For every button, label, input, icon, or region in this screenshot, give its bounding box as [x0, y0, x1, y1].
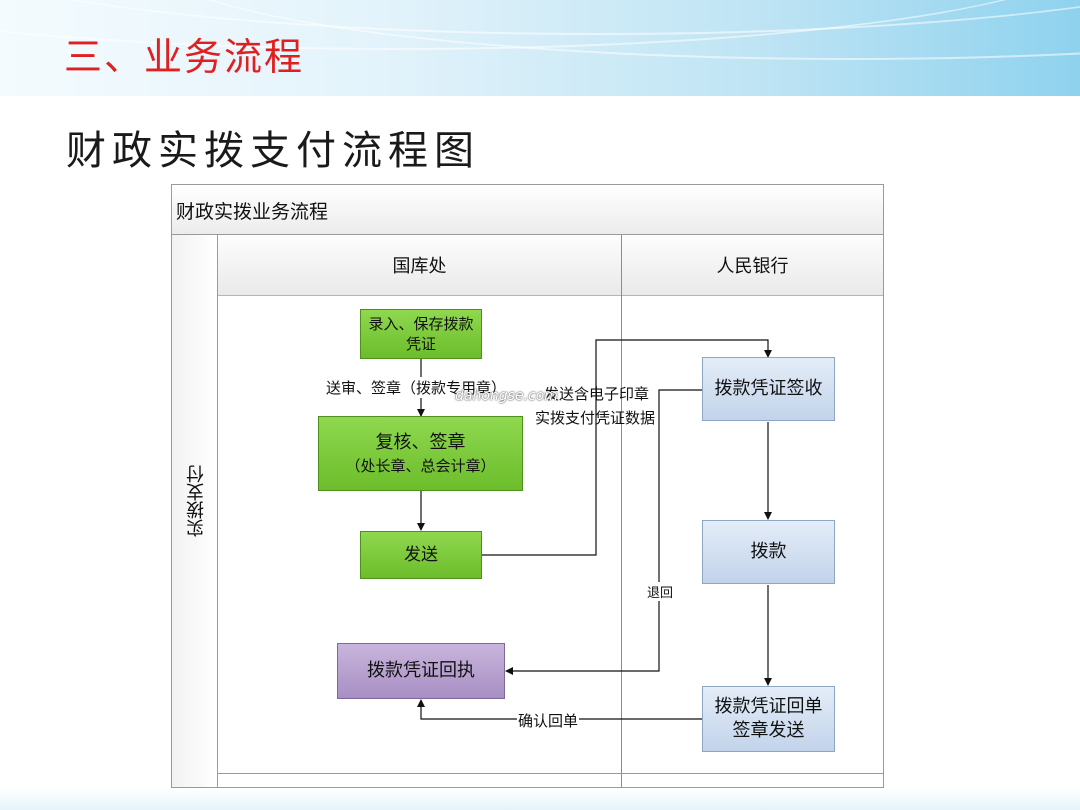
lane-header-treasury: 国库处 — [218, 235, 621, 296]
node-pay-label: 拨款 — [750, 540, 787, 562]
node-entry: 录入、保存拨款 凭证 — [360, 309, 482, 359]
lane-divider — [621, 235, 622, 787]
edge-send-pboc — [482, 339, 772, 556]
lane-header-pboc: 人民银行 — [622, 235, 883, 296]
edge-confirm — [417, 699, 702, 720]
node-entry-line1: 录入、保存拨款 — [368, 314, 474, 333]
node-receipt-label: 拨款凭证回执 — [367, 659, 475, 681]
node-send-label: 发送 — [404, 544, 438, 565]
lane-label-column: 实拨支付 — [172, 235, 218, 787]
bottom-decoration — [0, 788, 1080, 810]
lane-bottom-line — [218, 773, 883, 774]
edge-label-confirm: 确认回单 — [517, 710, 580, 731]
flow-diagram: 财政实拨业务流程 实拨支付 国库处 人民银行 录入、保存拨款 凭证 复核、签章 … — [171, 184, 884, 788]
pool-header: 财政实拨业务流程 — [172, 185, 883, 235]
section-title: 三、业务流程 — [64, 35, 305, 79]
node-pay: 拨款 — [702, 520, 835, 584]
node-sign-receive: 拨款凭证签收 — [702, 357, 835, 421]
node-review-line2: （处长章、总会计章） — [345, 456, 496, 475]
edge-label-send-line1: 发送含电子印章 — [544, 385, 650, 403]
edge-label-send-line2: 实拨支付凭证数据 — [535, 409, 656, 427]
node-entry-line2: 凭证 — [405, 335, 436, 353]
node-return-receipt-line2: 签章发送 — [732, 720, 805, 741]
node-return-receipt-line1: 拨款凭证回单 — [714, 695, 823, 717]
edge-label-submit: 送审、签章（拨款专用章） — [325, 377, 508, 398]
top-banner — [0, 0, 1080, 96]
node-send: 发送 — [360, 531, 482, 579]
node-review-sign: 复核、签章 （处长章、总会计章） — [318, 416, 523, 491]
node-sign-receive-label: 拨款凭证签收 — [714, 377, 823, 399]
edge-return — [505, 389, 702, 675]
node-review-line1: 复核、签章 — [375, 432, 466, 454]
connectors — [417, 339, 772, 720]
edge-label-return: 退回 — [646, 582, 675, 601]
slide-title: 财政实拨支付流程图 — [66, 128, 480, 174]
watermark-text: dahongse.com — [455, 388, 558, 404]
node-return-receipt: 拨款凭证回单 签章发送 — [702, 686, 835, 752]
node-receipt: 拨款凭证回执 — [337, 643, 505, 699]
pool-title: 财政实拨业务流程 — [176, 201, 329, 223]
